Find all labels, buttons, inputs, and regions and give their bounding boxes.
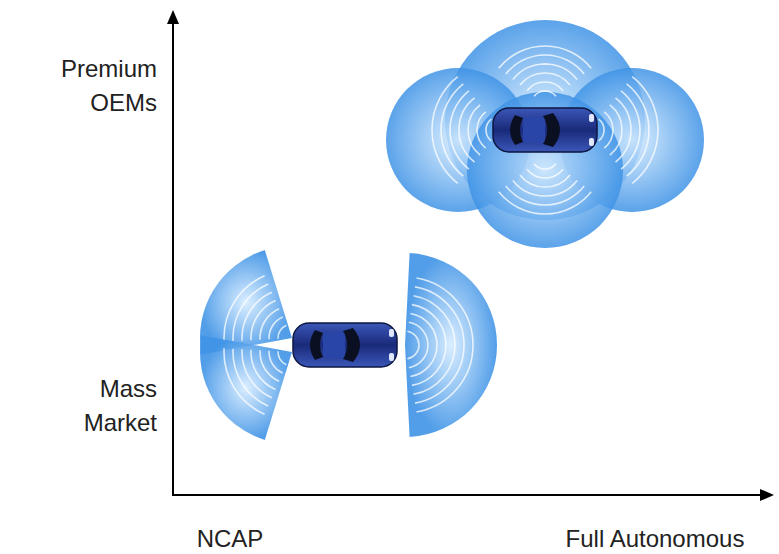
axis-label-x: NCAP: [160, 522, 300, 554]
sensor-wave: [604, 112, 613, 148]
sensor-wave: [417, 278, 473, 412]
sensor-wave: [233, 349, 268, 406]
sensor-wave: [224, 276, 265, 342]
sensor-wave: [506, 186, 584, 205]
sensor-wave: [260, 309, 279, 340]
axis-arrow: [760, 489, 774, 501]
sensor-wave: [527, 82, 563, 91]
sensor-wave: [459, 98, 475, 162]
sensor-wave: [506, 55, 584, 74]
axis-arrow: [167, 10, 179, 24]
sensor-wave: [278, 351, 286, 365]
sensor-wave: [251, 350, 275, 390]
x-axis: [172, 494, 762, 496]
sensor-wave: [407, 331, 419, 359]
sensor-wave: [499, 192, 591, 214]
sensor-wave: [269, 351, 283, 373]
sensor-wave: [520, 73, 570, 85]
sensor-wave: [610, 105, 622, 155]
sensor-field: [467, 92, 623, 248]
sensor-wave: [413, 296, 455, 395]
axis-label-y: Mass Market: [45, 372, 157, 440]
sensor-wave: [224, 348, 265, 414]
sensor-wave: [441, 84, 463, 176]
sensor-wave: [615, 98, 631, 162]
sensor-wave: [260, 350, 279, 381]
sensor-field: [200, 336, 292, 440]
sensor-wave: [477, 112, 486, 148]
premium-coverage: [386, 20, 704, 248]
axes: [167, 10, 774, 501]
car: [293, 323, 397, 367]
sensor-wave: [520, 175, 570, 187]
sensor-wave: [534, 164, 556, 169]
sensor-wave: [621, 91, 640, 169]
sensor-wave: [534, 91, 556, 96]
y-axis: [172, 22, 174, 495]
sensor-wave: [499, 46, 591, 68]
car: [493, 108, 597, 152]
axis-label-x: Full Autonomous: [540, 522, 770, 554]
sensor-wave: [450, 91, 469, 169]
sensor-wave: [412, 305, 446, 386]
sensor-wave: [486, 119, 491, 141]
sensor-wave: [410, 313, 437, 376]
sensor-wave: [415, 287, 464, 403]
sensor-wave: [409, 322, 428, 367]
axis-label-y: Premium OEMs: [45, 52, 157, 120]
sensor-field: [405, 253, 497, 437]
sensor-wave: [468, 105, 480, 155]
mass-market-coverage: [200, 250, 497, 440]
sensor-wave: [513, 64, 577, 80]
sensor-wave: [269, 317, 283, 339]
sensor-wave: [632, 77, 658, 184]
sensor-wave: [278, 325, 286, 339]
sensor-wave: [627, 84, 649, 176]
sensor-wave: [233, 284, 268, 341]
sensor-wave: [251, 300, 275, 340]
sensor-wave: [513, 180, 577, 196]
sensor-wave: [599, 119, 604, 141]
sensor-wave: [527, 169, 563, 178]
sensor-wave: [432, 77, 458, 184]
